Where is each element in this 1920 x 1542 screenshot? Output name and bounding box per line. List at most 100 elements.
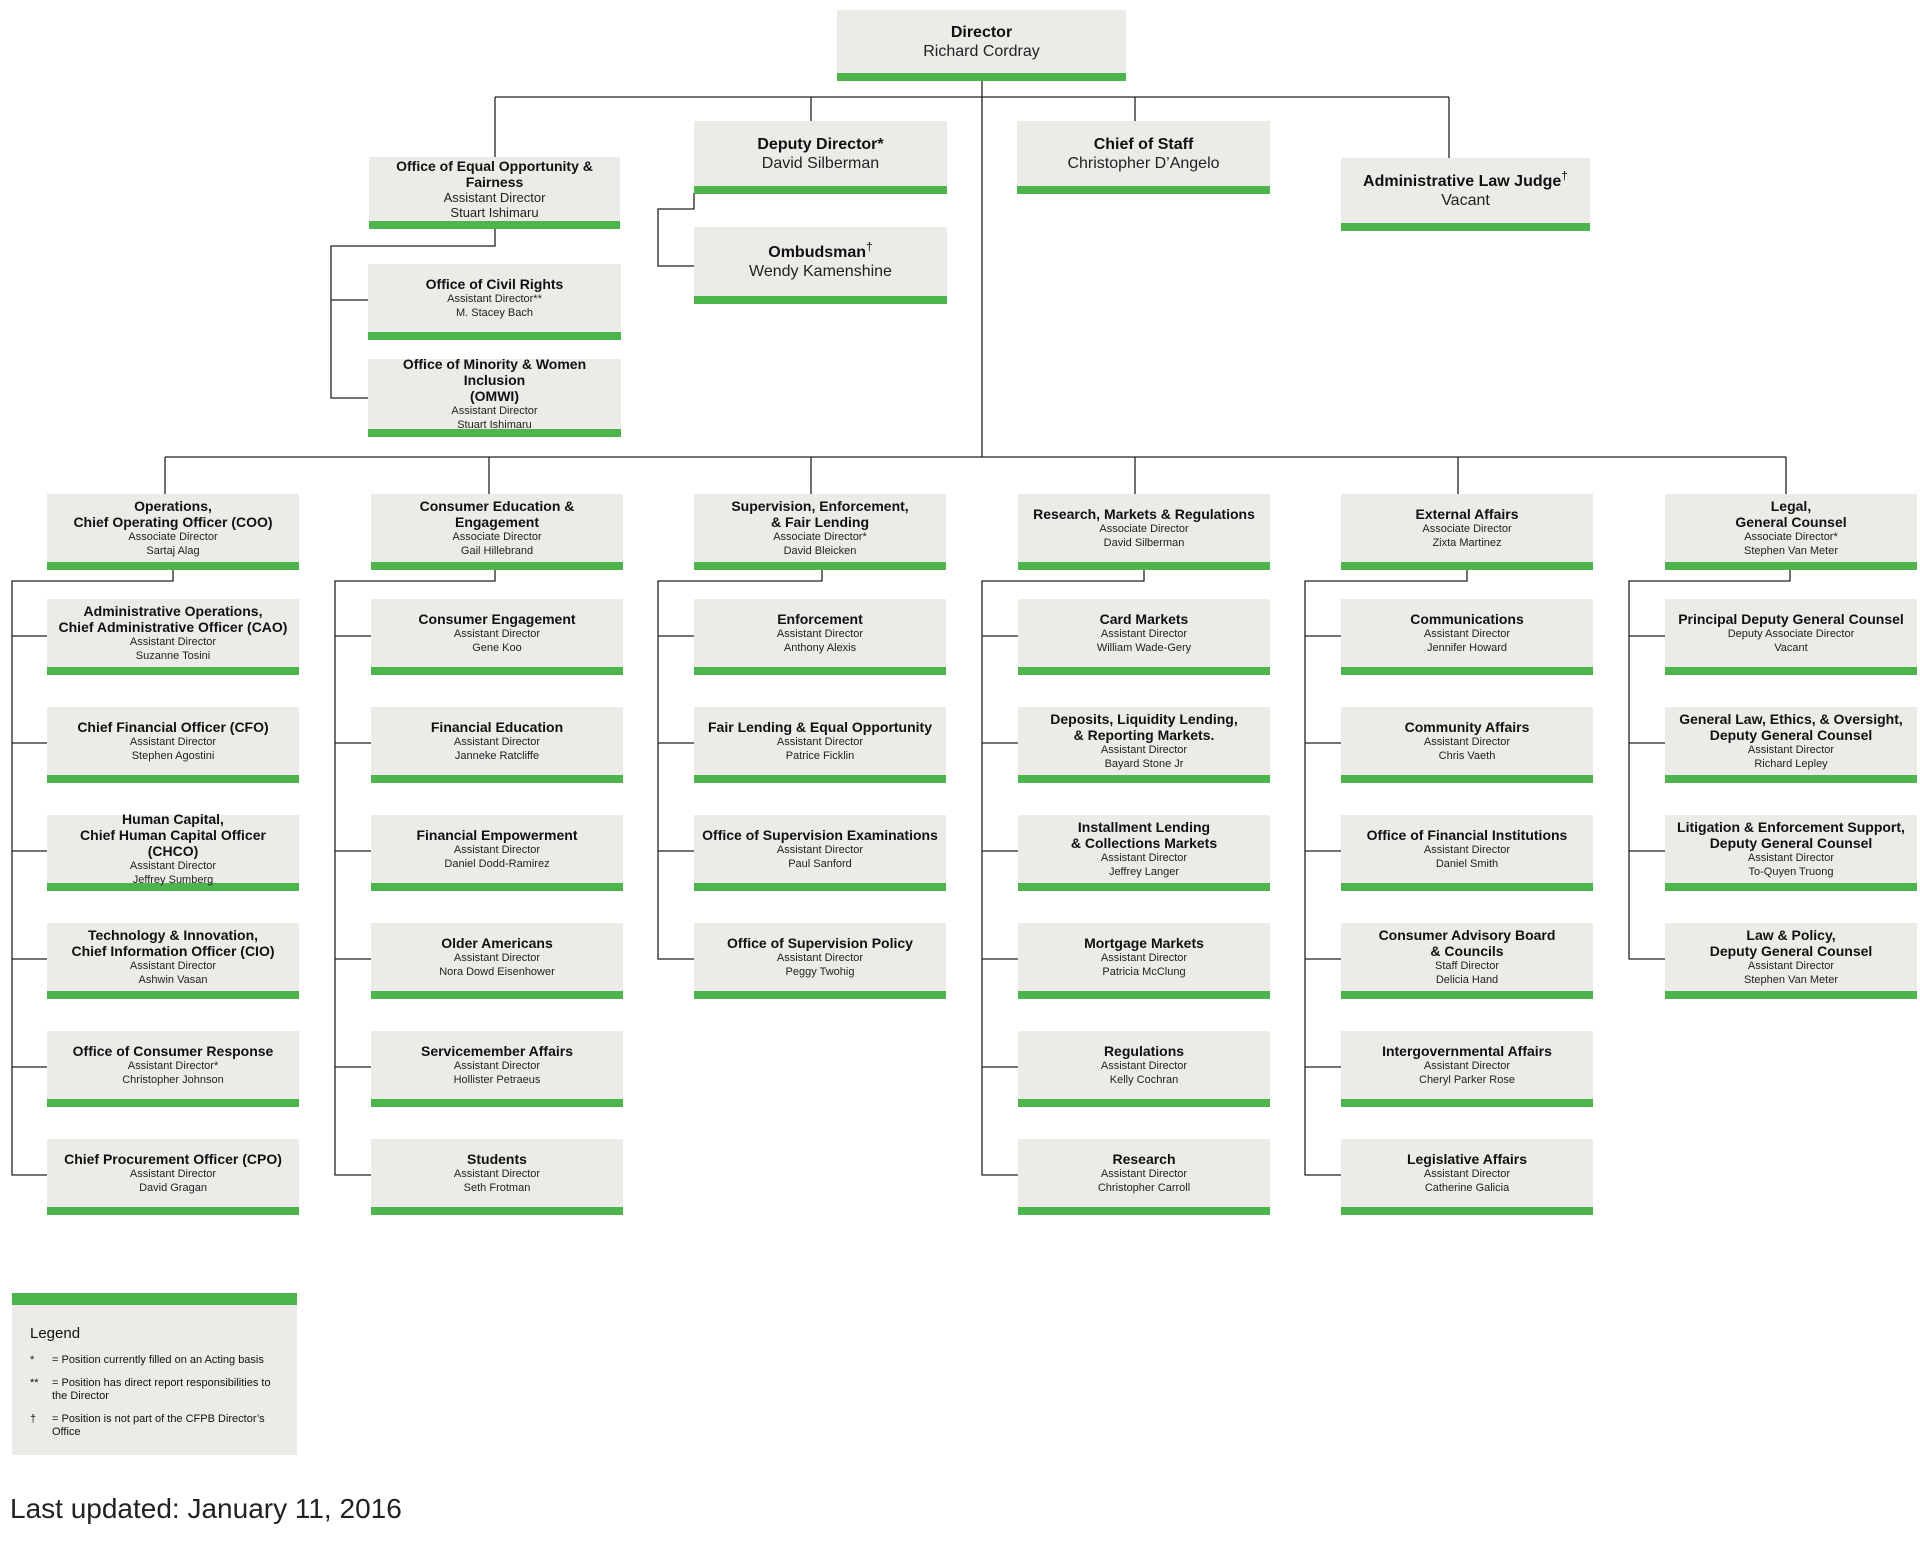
box-name: Stuart Ishimaru — [450, 205, 539, 220]
box-role: Assistant Director — [1423, 844, 1511, 856]
box-title: Communications — [1410, 611, 1524, 627]
box-title: Enforcement — [777, 611, 863, 627]
box-role: Assistant Director — [1423, 736, 1511, 748]
box-title: Intergovernmental Affairs — [1382, 1043, 1552, 1059]
box-name: Jeffrey Sumberg — [132, 874, 214, 886]
box-title: Fair Lending & Equal Opportunity — [708, 719, 932, 735]
box-title: Technology & Innovation, Chief Informati… — [71, 927, 275, 959]
box-name: Janneke Ratcliffe — [454, 750, 540, 762]
unit-box: Deposits, Liquidity Lending, & Reporting… — [1018, 707, 1270, 783]
box-role: Assistant Director — [1747, 960, 1835, 972]
box-role: Assistant Director — [1423, 1168, 1511, 1180]
title-text: Administrative Law Judge — [1363, 172, 1562, 190]
box-title: Legal, General Counsel — [1735, 498, 1847, 530]
box-title: Installment Lending & Collections Market… — [1070, 819, 1218, 851]
box-role: Assistant Director — [453, 736, 541, 748]
box-title: Deposits, Liquidity Lending, & Reporting… — [1050, 711, 1238, 743]
box-name: Richard Cordray — [923, 42, 1040, 60]
box-title: Financial Education — [430, 719, 564, 735]
box-role: Assistant Director — [451, 405, 538, 417]
box-title: Human Capital, Chief Human Capital Offic… — [80, 811, 266, 859]
box-title: External Affairs — [1415, 506, 1519, 522]
box-name: Anthony Alexis — [783, 642, 857, 654]
chief-of-staff-box: Chief of Staff Christopher D’Angelo — [1017, 121, 1270, 194]
box-title: Chief of Staff — [1093, 135, 1194, 153]
box-title: Office of Minority & Women Inclusion (OM… — [402, 356, 587, 404]
box-name: Jeffrey Langer — [1108, 866, 1180, 878]
box-name: Seth Frotman — [463, 1182, 531, 1194]
box-title: Servicemember Affairs — [420, 1043, 573, 1059]
legend-text: = Position is not part of the CFPB Direc… — [52, 1413, 265, 1438]
unit-box: Chief Procurement Officer (CPO)Assistant… — [47, 1139, 299, 1215]
box-title: Financial Empowerment — [416, 827, 578, 843]
unit-box: General Law, Ethics, & Oversight, Deputy… — [1665, 707, 1917, 783]
box-title: Office of Civil Rights — [425, 276, 564, 292]
box-name: Gene Koo — [472, 642, 522, 654]
box-name: Patrice Ficklin — [785, 750, 855, 762]
dagger-mark: † — [866, 239, 873, 254]
box-role: Assistant Director — [1100, 628, 1188, 640]
division-box: Operations, Chief Operating Officer (COO… — [47, 494, 299, 570]
box-title: Community Affairs — [1404, 719, 1530, 735]
box-title: Students — [467, 1151, 527, 1167]
box-name: Stephen Van Meter — [1744, 974, 1838, 986]
box-name: Daniel Smith — [1435, 858, 1499, 870]
box-role: Assistant Director — [453, 952, 541, 964]
box-role: Assistant Director — [129, 1168, 217, 1180]
box-name: Daniel Dodd-Ramirez — [444, 858, 550, 870]
box-title: Law & Policy, Deputy General Counsel — [1709, 927, 1873, 959]
box-name: Patricia McClung — [1102, 966, 1186, 978]
ombudsman-box: Ombudsman† Wendy Kamenshine — [694, 227, 947, 304]
unit-box: Chief Financial Officer (CFO)Assistant D… — [47, 707, 299, 783]
dagger-mark: † — [1561, 168, 1568, 183]
box-title: Mortgage Markets — [1084, 935, 1204, 951]
legend-symbol: † — [30, 1413, 37, 1425]
box-role: Assistant Director** — [447, 293, 542, 305]
box-name: Nora Dowd Eisenhower — [439, 966, 555, 978]
box-title: Research — [1112, 1151, 1176, 1167]
box-name: Wendy Kamenshine — [749, 262, 892, 280]
box-role: Assistant Director — [443, 190, 546, 205]
legend-item: *= Position currently filled on an Actin… — [30, 1354, 279, 1367]
box-title: Office of Financial Institutions — [1366, 827, 1568, 843]
box-role: Deputy Associate Director — [1727, 628, 1855, 640]
box-title: Consumer Education & Engagement — [419, 498, 575, 530]
box-role: Assistant Director — [776, 952, 864, 964]
box-name: Cheryl Parker Rose — [1419, 1074, 1515, 1086]
box-role: Assistant Director — [453, 1060, 541, 1072]
box-role: Staff Director — [1435, 960, 1499, 972]
box-role: Assistant Director — [453, 844, 541, 856]
legend-text: = Position currently filled on an Acting… — [52, 1354, 264, 1366]
alj-box: Administrative Law Judge† Vacant — [1341, 158, 1590, 231]
box-name: David Bleicken — [783, 545, 857, 557]
box-title: Supervision, Enforcement, & Fair Lending — [731, 498, 909, 530]
box-title: Office of Consumer Response — [72, 1043, 274, 1059]
box-title: Card Markets — [1099, 611, 1189, 627]
box-name: Kelly Cochran — [1109, 1074, 1179, 1086]
box-role: Assistant Director — [1100, 1168, 1188, 1180]
box-title: Principal Deputy General Counsel — [1678, 611, 1904, 627]
legend-title: Legend — [30, 1325, 81, 1342]
box-name: David Gragan — [139, 1182, 207, 1194]
box-name: Sartaj Alag — [146, 545, 200, 557]
box-role: Assistant Director — [776, 844, 864, 856]
box-role: Assistant Director — [129, 960, 217, 972]
box-role: Assistant Director — [776, 628, 864, 640]
box-name: Jennifer Howard — [1426, 642, 1508, 654]
